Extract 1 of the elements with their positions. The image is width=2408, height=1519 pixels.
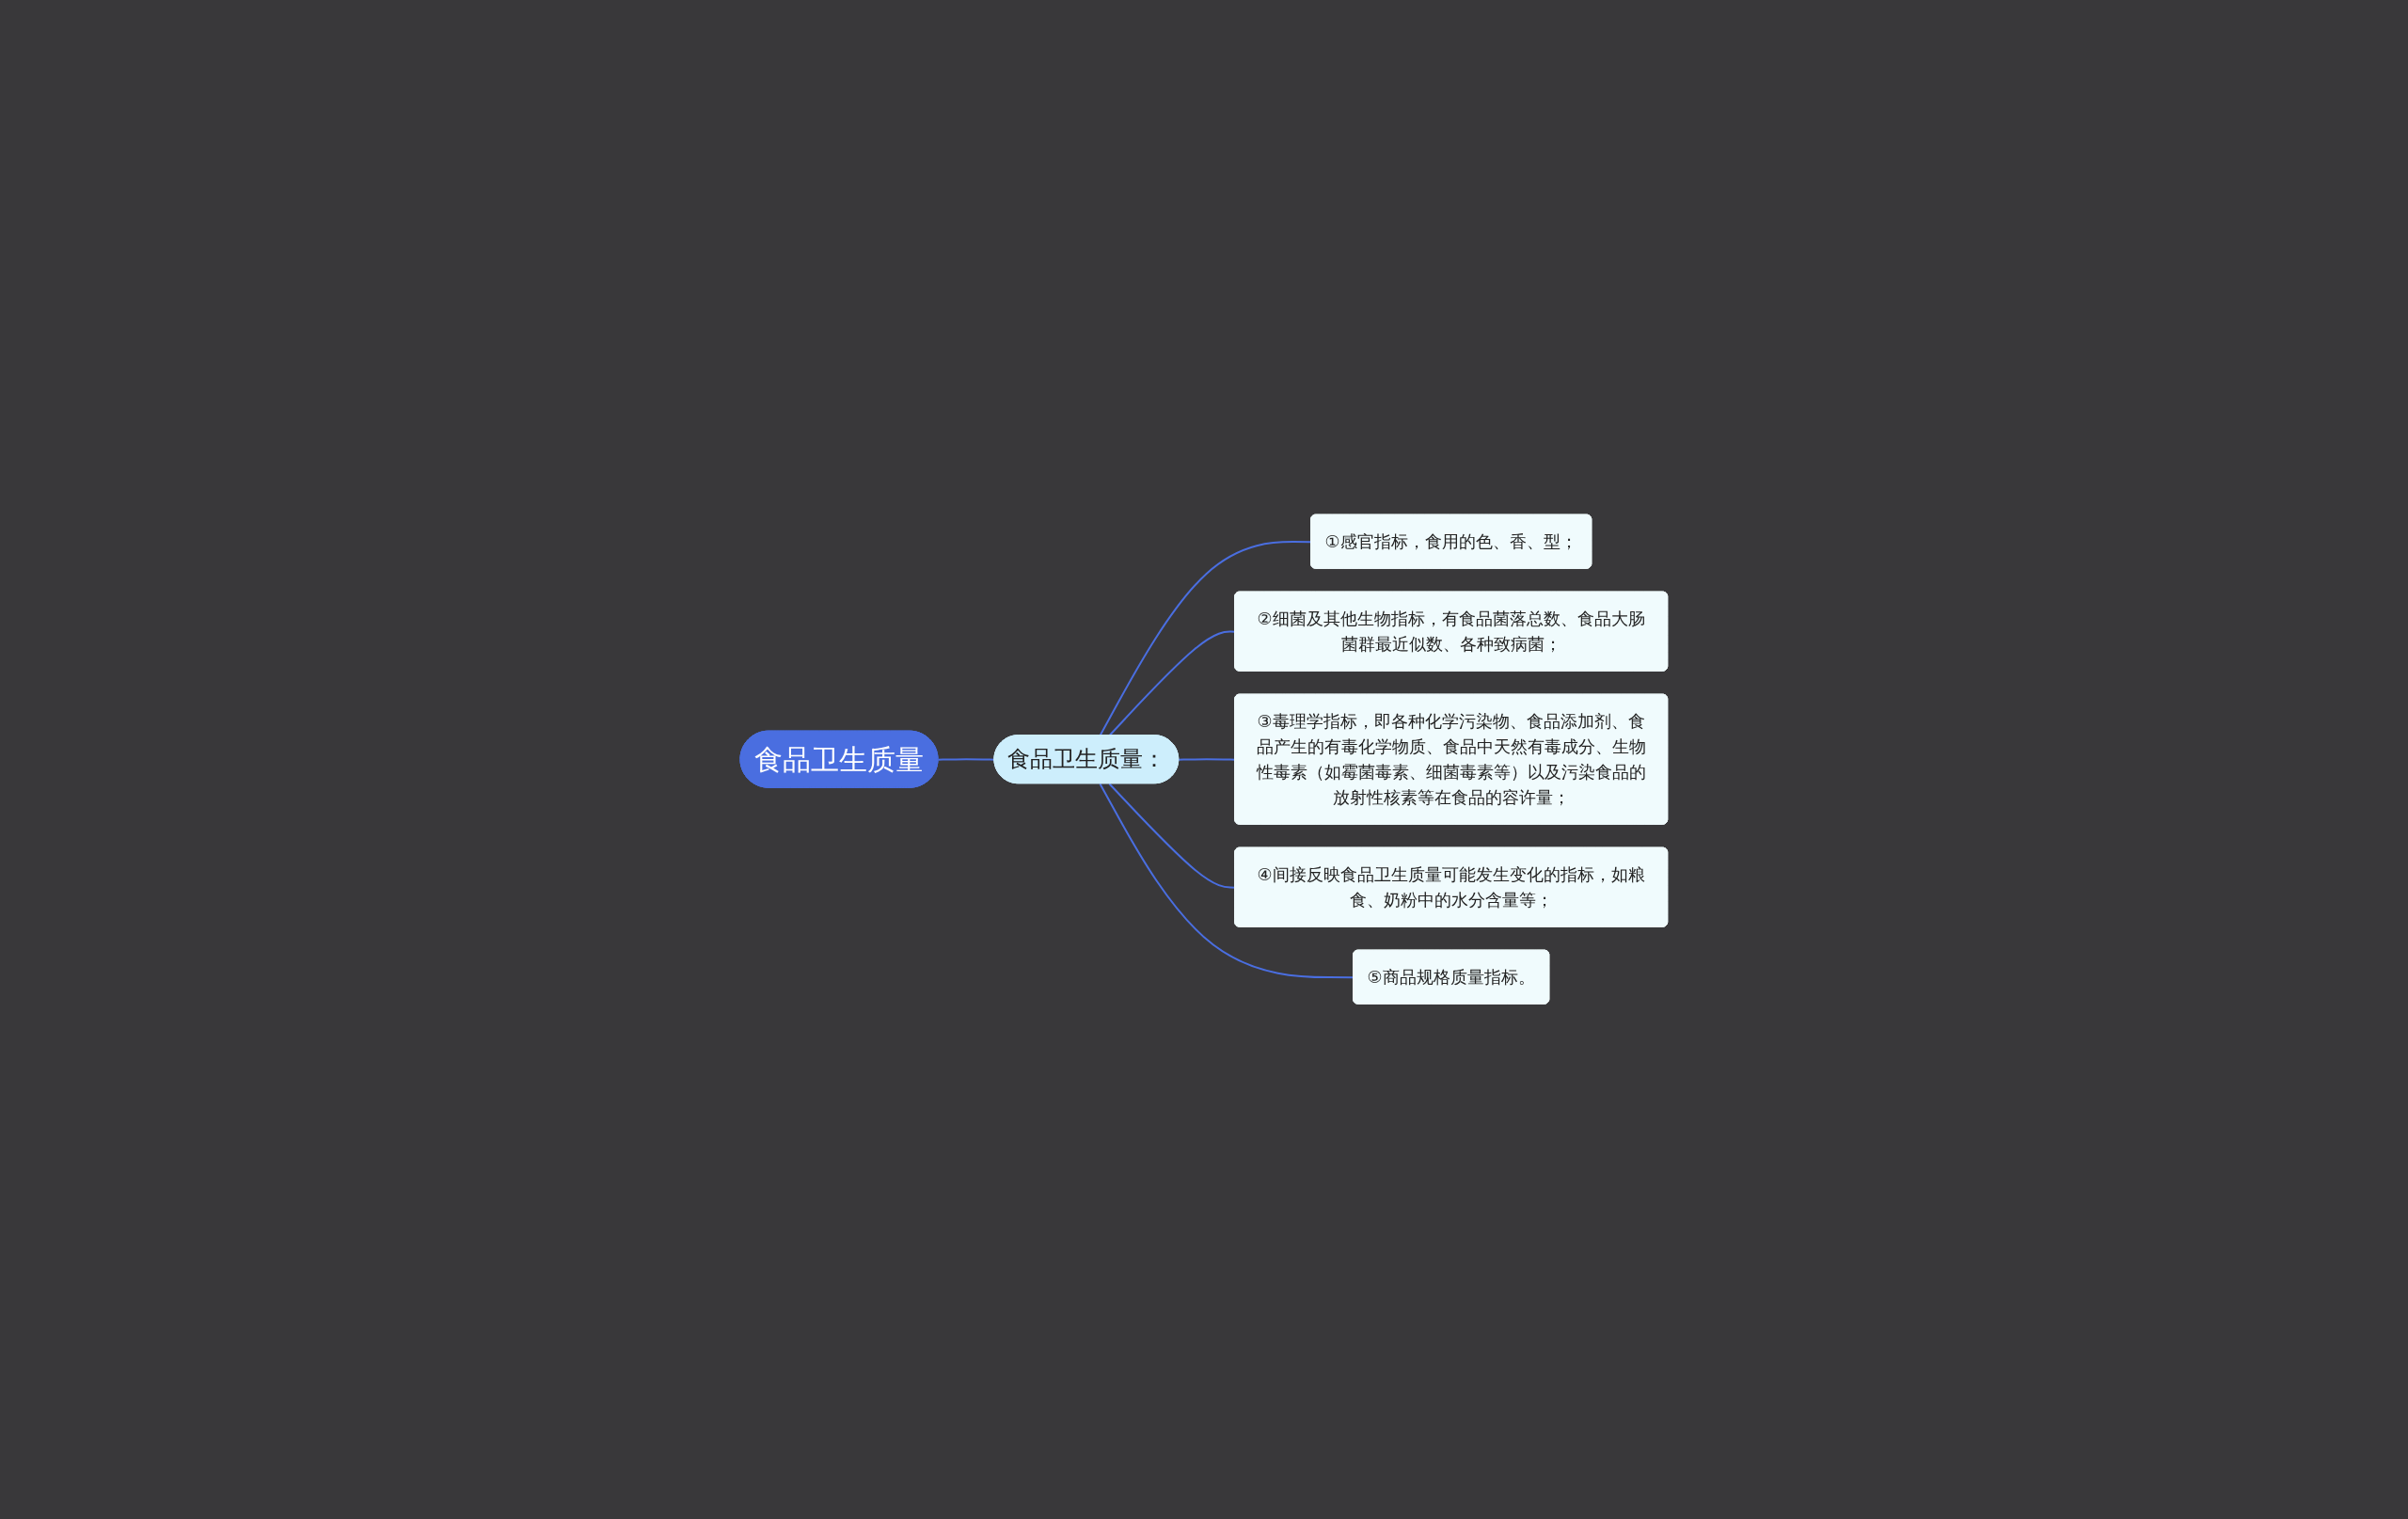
- connector: [937, 758, 996, 761]
